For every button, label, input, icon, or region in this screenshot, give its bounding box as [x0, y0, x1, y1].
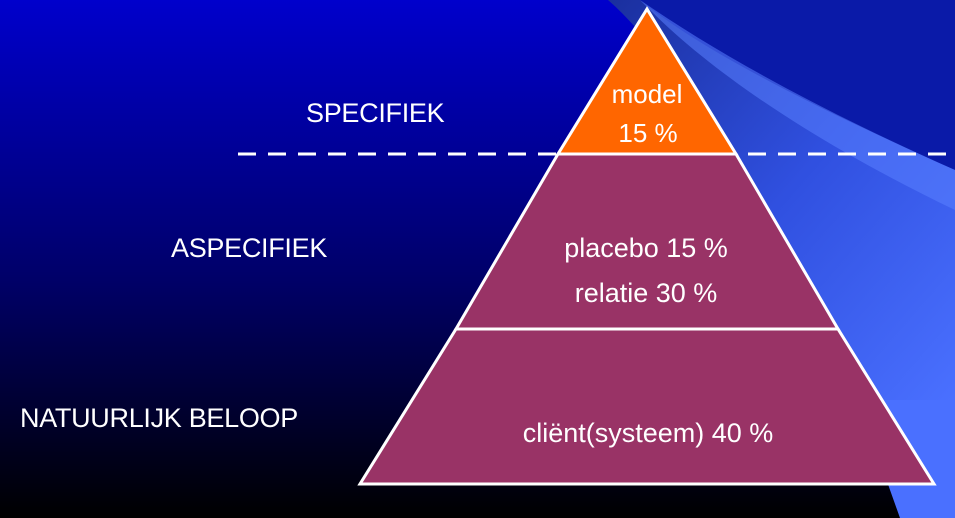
label-specifiek: SPECIFIEK — [306, 98, 445, 128]
label-aspecifiek: ASPECIFIEK — [171, 233, 328, 263]
pyramid-tier-bottom — [357, 327, 937, 486]
bottom-tier-line1: cliënt(systeem) 40 % — [523, 418, 774, 448]
top-tier-line1: model — [612, 79, 683, 109]
middle-tier-line2: relatie 30 % — [575, 278, 718, 308]
middle-tier-line1: placebo 15 % — [564, 233, 728, 263]
pyramid-tier-top — [555, 6, 739, 156]
top-tier-line2: 15 % — [618, 118, 677, 148]
label-natuurlijk-beloop: NATUURLIJK BELOOP — [20, 403, 298, 433]
